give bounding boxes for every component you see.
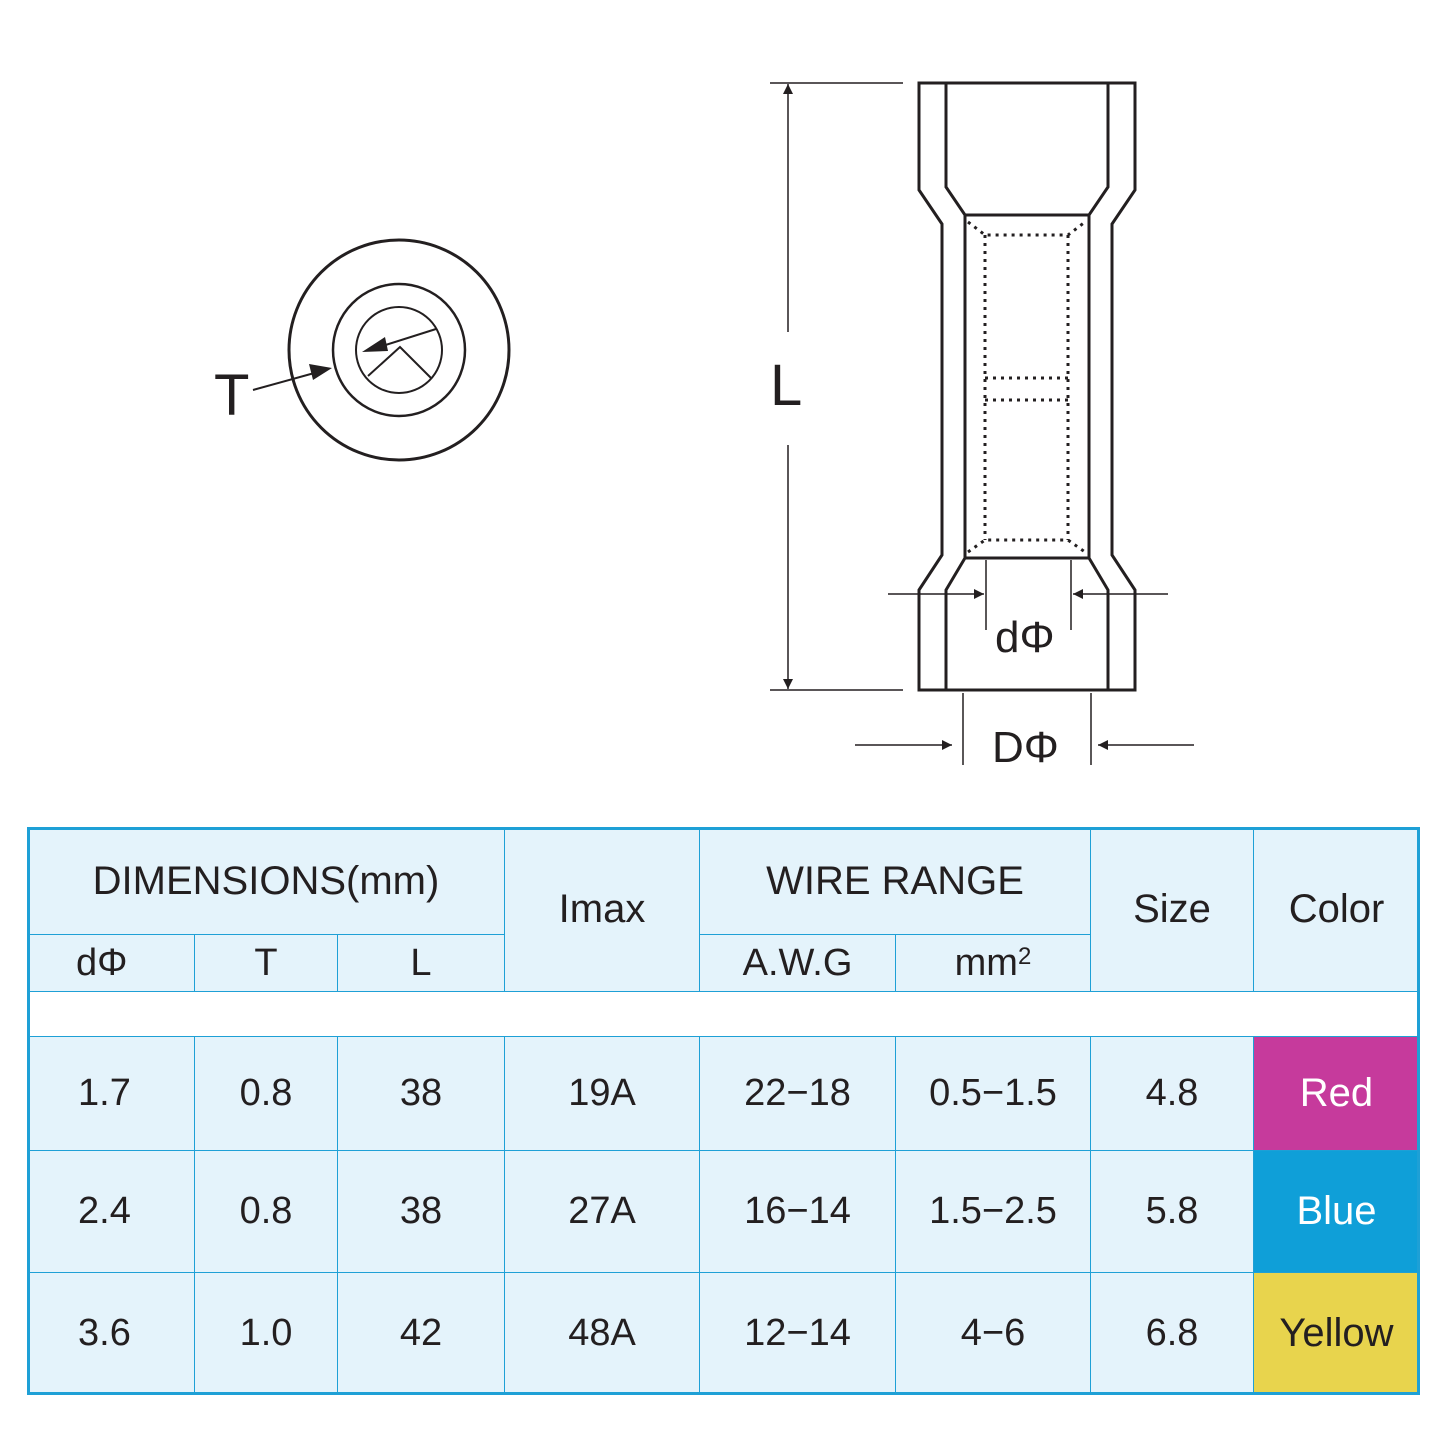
cell-size: 4.8 [1090, 1036, 1254, 1151]
inner-diameter-label: dΦ [995, 613, 1055, 662]
cell-mm2: 4−6 [895, 1272, 1091, 1395]
header-color: Color [1253, 827, 1420, 992]
cell-size: 5.8 [1090, 1150, 1254, 1273]
header-size: Size [1090, 827, 1254, 992]
cell-awg: 12−14 [699, 1272, 896, 1395]
cell-color: Yellow [1253, 1272, 1420, 1395]
cell-t: 1.0 [194, 1272, 338, 1395]
header-imax: Imax [504, 827, 700, 992]
header-wire-range: WIRE RANGE [699, 827, 1091, 935]
cell-l: 38 [337, 1150, 505, 1273]
cell-t: 0.8 [194, 1036, 338, 1151]
cell-color: Red [1253, 1036, 1420, 1151]
mm2-base: mm [954, 941, 1018, 984]
cell-imax: 19A [504, 1036, 700, 1151]
length-label: L [770, 353, 802, 418]
spec-table: DIMENSIONS(mm) Imax WIRE RANGE Size Colo… [27, 827, 1420, 1395]
cell-size: 6.8 [1090, 1272, 1254, 1395]
spacer-row [27, 991, 1420, 1037]
header-dimensions: DIMENSIONS(mm) [27, 827, 505, 935]
cell-l: 42 [337, 1272, 505, 1395]
connector-drawing: T L dΦ DΦ [214, 81, 1194, 772]
cell-mm2: 0.5−1.5 [895, 1036, 1091, 1151]
cell-mm2: 1.5−2.5 [895, 1150, 1091, 1273]
subheader-d: dΦ [27, 934, 195, 992]
subheader-t: T [194, 934, 338, 992]
outer-diameter-label: DΦ [992, 723, 1059, 772]
mm2-superscript: 2 [1017, 943, 1032, 970]
cell-l: 38 [337, 1036, 505, 1151]
thickness-label: T [214, 363, 249, 428]
cell-awg: 16−14 [699, 1150, 896, 1273]
cell-d: 2.4 [27, 1150, 195, 1273]
end-view [252, 238, 511, 462]
cell-d: 1.7 [27, 1036, 195, 1151]
cell-awg: 22−18 [699, 1036, 896, 1151]
subheader-awg: A.W.G [699, 934, 896, 992]
side-view [770, 81, 1194, 765]
cell-imax: 27A [504, 1150, 700, 1273]
cell-t: 0.8 [194, 1150, 338, 1273]
cell-d: 3.6 [27, 1272, 195, 1395]
cell-color: Blue [1253, 1150, 1420, 1273]
subheader-l: L [337, 934, 505, 992]
cell-imax: 48A [504, 1272, 700, 1395]
